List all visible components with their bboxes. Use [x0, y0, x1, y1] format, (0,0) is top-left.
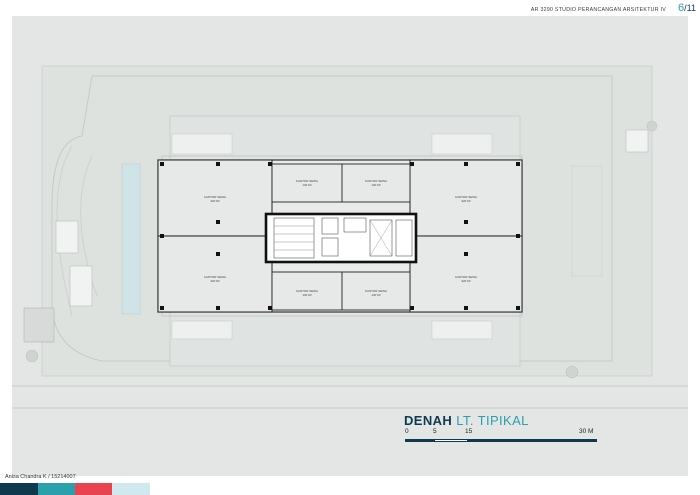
footer-strip-teal [38, 483, 75, 495]
page-separator: / [684, 3, 687, 13]
scale-label-15: 15 [465, 428, 473, 435]
office-s2 [341, 271, 411, 311]
area-office-se: 320 M² [461, 279, 470, 283]
page-number: 6/11 [678, 2, 696, 14]
author-credit: Anisa Chandra K / 15214007 [5, 474, 76, 480]
area-office-n2: 130 M² [371, 183, 380, 187]
office-s1 [271, 271, 343, 311]
office-se [409, 235, 523, 313]
header: AR 3290 STUDIO PERANCANGAN ARSITEKTUR IV… [0, 0, 700, 14]
office-sw [157, 235, 273, 313]
area-office-s2: 130 M² [371, 293, 380, 297]
label-office-s1: KANTOR SEWA [296, 289, 318, 293]
scale-segment-1 [405, 439, 435, 442]
guard-post [55, 220, 79, 254]
structural-columns [160, 162, 520, 310]
footer-strip-dark [0, 483, 38, 495]
scale-label-0: 0 [405, 428, 409, 435]
scale-label-5: 5 [433, 428, 437, 435]
drawing-sheet: KANTOR SEWA 320 M² KANTOR SEWA 320 M² KA… [12, 16, 688, 476]
area-office-ne: 320 M² [461, 199, 470, 203]
footer-strip-red [75, 483, 112, 495]
label-office-ne: KANTOR SEWA [455, 195, 477, 199]
area-office-nw: 320 M² [210, 199, 219, 203]
scale-label-30: 30 M [579, 428, 594, 435]
office-n1 [271, 163, 343, 203]
scale-bar: 0 5 15 30 M [405, 428, 600, 452]
office-nw [157, 159, 273, 237]
area-office-n1: 130 M² [302, 183, 311, 187]
scale-segment-2 [435, 439, 467, 442]
label-office-se: KANTOR SEWA [455, 275, 477, 279]
footer-strip-light [112, 483, 150, 495]
course-title: AR 3290 STUDIO PERANCANGAN ARSITEKTUR IV [530, 7, 666, 13]
label-office-sw: KANTOR SEWA [204, 275, 226, 279]
page-total: 11 [686, 3, 696, 13]
label-office-n1: KANTOR SEWA [296, 179, 318, 183]
drawing-title-accent: LT. TIPIKAL [456, 413, 529, 428]
label-office-nw: KANTOR SEWA [204, 195, 226, 199]
office-n2 [341, 163, 411, 203]
floor-plan-drawing: KANTOR SEWA 320 M² KANTOR SEWA 320 M² KA… [12, 16, 688, 476]
label-office-s2: KANTOR SEWA [365, 289, 387, 293]
pool [121, 163, 141, 315]
area-office-s1: 130 M² [302, 293, 311, 297]
page-current: 6 [678, 2, 685, 14]
area-office-sw: 320 M² [210, 279, 219, 283]
service-core [264, 212, 418, 264]
drawing-title: DENAH LT. TIPIKAL [404, 413, 529, 428]
scale-segment-3 [467, 439, 597, 442]
drawing-title-main: DENAH [404, 413, 453, 428]
label-office-n2: KANTOR SEWA [365, 179, 387, 183]
